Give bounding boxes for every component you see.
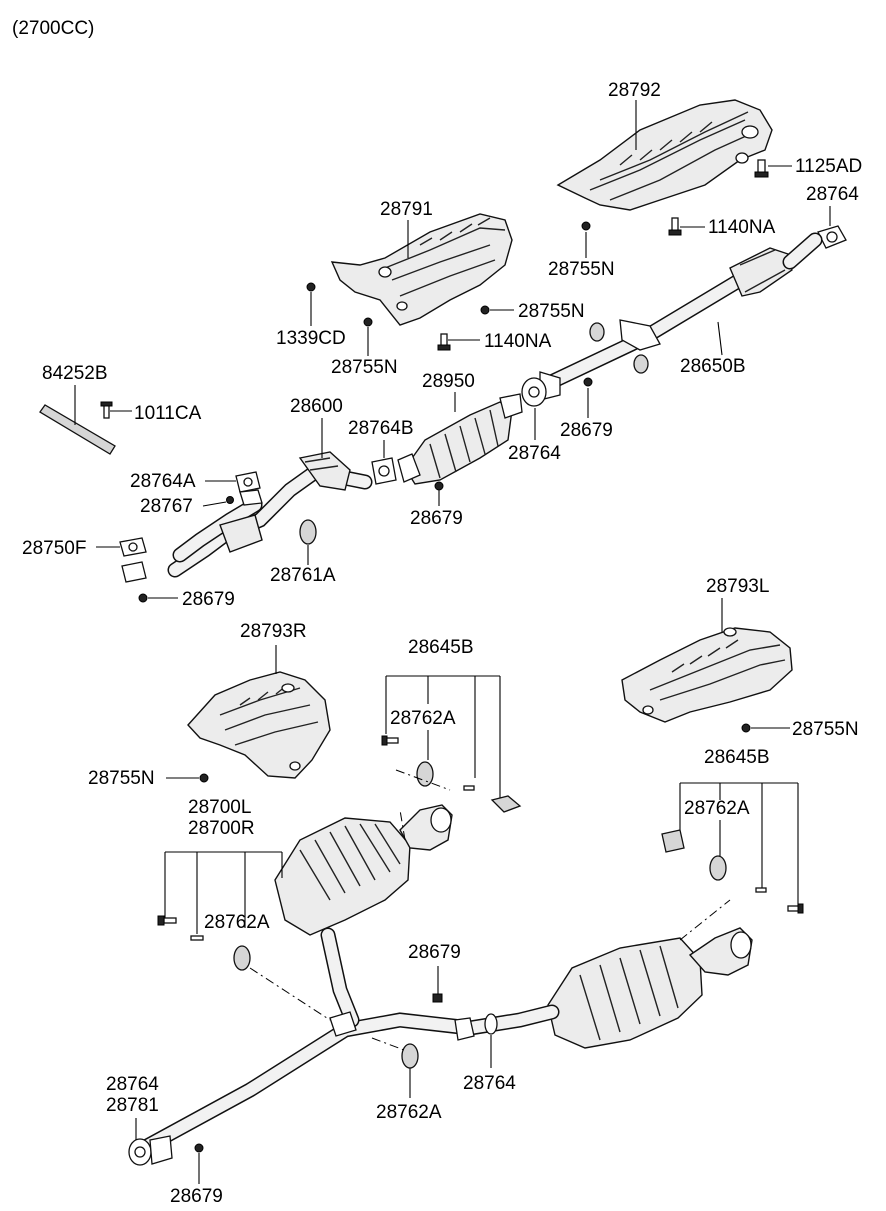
hanger-28762A-mid — [416, 761, 434, 787]
heat-shield-28793L — [621, 627, 793, 723]
gasket-28764-cat — [521, 377, 547, 407]
part-number-28764-top: 28764 — [806, 184, 859, 205]
part-number-28755N-mid: 28755N — [518, 301, 585, 322]
nut-28755N-top — [581, 221, 591, 231]
leader-28645B-mid — [385, 675, 501, 798]
leader-28700 — [164, 851, 283, 934]
nut-28679-mid — [226, 496, 234, 504]
hanger-28761A — [299, 519, 317, 545]
nut-28755N-lower — [199, 773, 209, 783]
part-number-28764A: 28764A — [130, 471, 196, 492]
muffler-left-28700 — [274, 804, 453, 936]
part-number-1125AD: 1125AD — [795, 156, 863, 177]
leader-28645B-right — [679, 782, 799, 906]
part-number-28645B-right: 28645B — [704, 747, 770, 768]
nut-28679-upper — [583, 377, 593, 387]
part-number-28764-bottom-mid: 28764 — [463, 1073, 516, 1094]
part-number-28755N-lower: 28755N — [88, 768, 155, 789]
hanger-28762A-right — [709, 855, 727, 881]
heat-shield-28792 — [556, 99, 773, 211]
stud-1339CD — [306, 282, 316, 292]
dash-line-left — [249, 967, 331, 1021]
part-number-28791: 28791 — [380, 199, 433, 220]
leader-28767 — [202, 501, 227, 507]
bracket-84252B — [39, 404, 116, 455]
pin-right — [755, 887, 767, 893]
catalytic-converter-28950 — [397, 393, 523, 485]
nut-28679-left — [138, 593, 148, 603]
hanger-rubber-a — [589, 322, 605, 342]
bracket-right — [661, 829, 685, 853]
screw-1011CA — [100, 401, 113, 419]
gasket-28764-top — [817, 225, 847, 249]
part-number-1140NA-mid: 1140NA — [484, 331, 552, 352]
nut-28755N-right — [741, 723, 751, 733]
part-number-28679-left: 28679 — [182, 589, 235, 610]
part-number-28762A-left: 28762A — [204, 912, 270, 933]
hanger-28762A-left — [233, 945, 251, 971]
hanger-28762A-bottom — [401, 1043, 419, 1069]
dash-line-bottom — [371, 1037, 405, 1051]
part-number-28755N-left: 28755N — [331, 357, 398, 378]
part-number-28750F: 28750F — [22, 538, 87, 559]
part-number-28950: 28950 — [422, 371, 475, 392]
part-number-28679-bottom-mid: 28679 — [408, 942, 461, 963]
tail-pipe-assembly — [132, 927, 560, 1158]
part-number-1011CA: 1011CA — [134, 403, 202, 424]
part-number-28679-upper: 28679 — [560, 420, 613, 441]
part-number-1140NA-top: 1140NA — [708, 217, 776, 238]
dash-line-right — [679, 899, 731, 941]
leader-28650B — [717, 321, 723, 356]
part-number-28762A-right: 28762A — [684, 798, 750, 819]
dash-line-muffler — [399, 809, 406, 841]
part-number-28764-cat: 28764 — [508, 443, 561, 464]
nut-28755N-left — [363, 317, 373, 327]
part-number-28700L-28700R: 28700L 28700R — [188, 797, 255, 839]
nut-28679-bottom — [194, 1143, 204, 1153]
part-number-28793R: 28793R — [240, 621, 307, 642]
nut-28755N-mid — [480, 305, 490, 315]
part-number-1339CD: 1339CD — [276, 328, 346, 349]
part-number-28650B: 28650B — [680, 356, 746, 377]
part-number-28792: 28792 — [608, 80, 661, 101]
part-number-28755N-top: 28755N — [548, 259, 615, 280]
front-pipe-28600 — [121, 451, 373, 583]
part-number-28764-28781: 28764 28781 — [106, 1074, 159, 1116]
part-number-28767: 28767 — [140, 496, 193, 517]
engine-spec-label: (2700CC) — [12, 18, 95, 39]
pin-28700 — [190, 935, 204, 941]
bolt-1125AD — [754, 159, 769, 178]
part-number-28793L: 28793L — [706, 576, 770, 597]
bolt-28700 — [157, 915, 177, 926]
part-number-28764B: 28764B — [348, 418, 414, 439]
part-number-28761A: 28761A — [270, 565, 336, 586]
hanger-rubber-b — [633, 354, 649, 374]
part-number-28679-bottom: 28679 — [170, 1186, 223, 1207]
part-number-28762A-bottom: 28762A — [376, 1102, 442, 1123]
gasket-28764A — [235, 471, 261, 493]
gasket-28764-bottom-mid — [484, 1013, 498, 1035]
part-number-84252B: 84252B — [42, 363, 108, 384]
bracket-mid — [490, 795, 522, 813]
pin-mid — [463, 785, 475, 791]
nut-28679-cat — [434, 481, 444, 491]
part-number-28762A-mid: 28762A — [390, 708, 456, 729]
part-number-28755N-right: 28755N — [792, 719, 859, 740]
part-number-28679-cat: 28679 — [410, 508, 463, 529]
gasket-28764B — [371, 457, 397, 485]
nut-28679-bottom-mid — [432, 993, 443, 1003]
gasket-28767 — [239, 489, 263, 506]
muffler-right-28700 — [547, 927, 753, 1049]
bolt-1140NA-mid — [437, 333, 451, 351]
part-number-28645B-mid: 28645B — [408, 637, 474, 658]
part-number-28600: 28600 — [290, 396, 343, 417]
bolt-28645B-mid — [381, 735, 399, 746]
bolt-1140NA-top — [668, 217, 682, 236]
gasket-28750F — [119, 537, 147, 557]
gasket-28764-28781 — [128, 1135, 173, 1166]
heat-shield-28793R — [187, 671, 331, 779]
bolt-28645B-right — [787, 903, 804, 914]
